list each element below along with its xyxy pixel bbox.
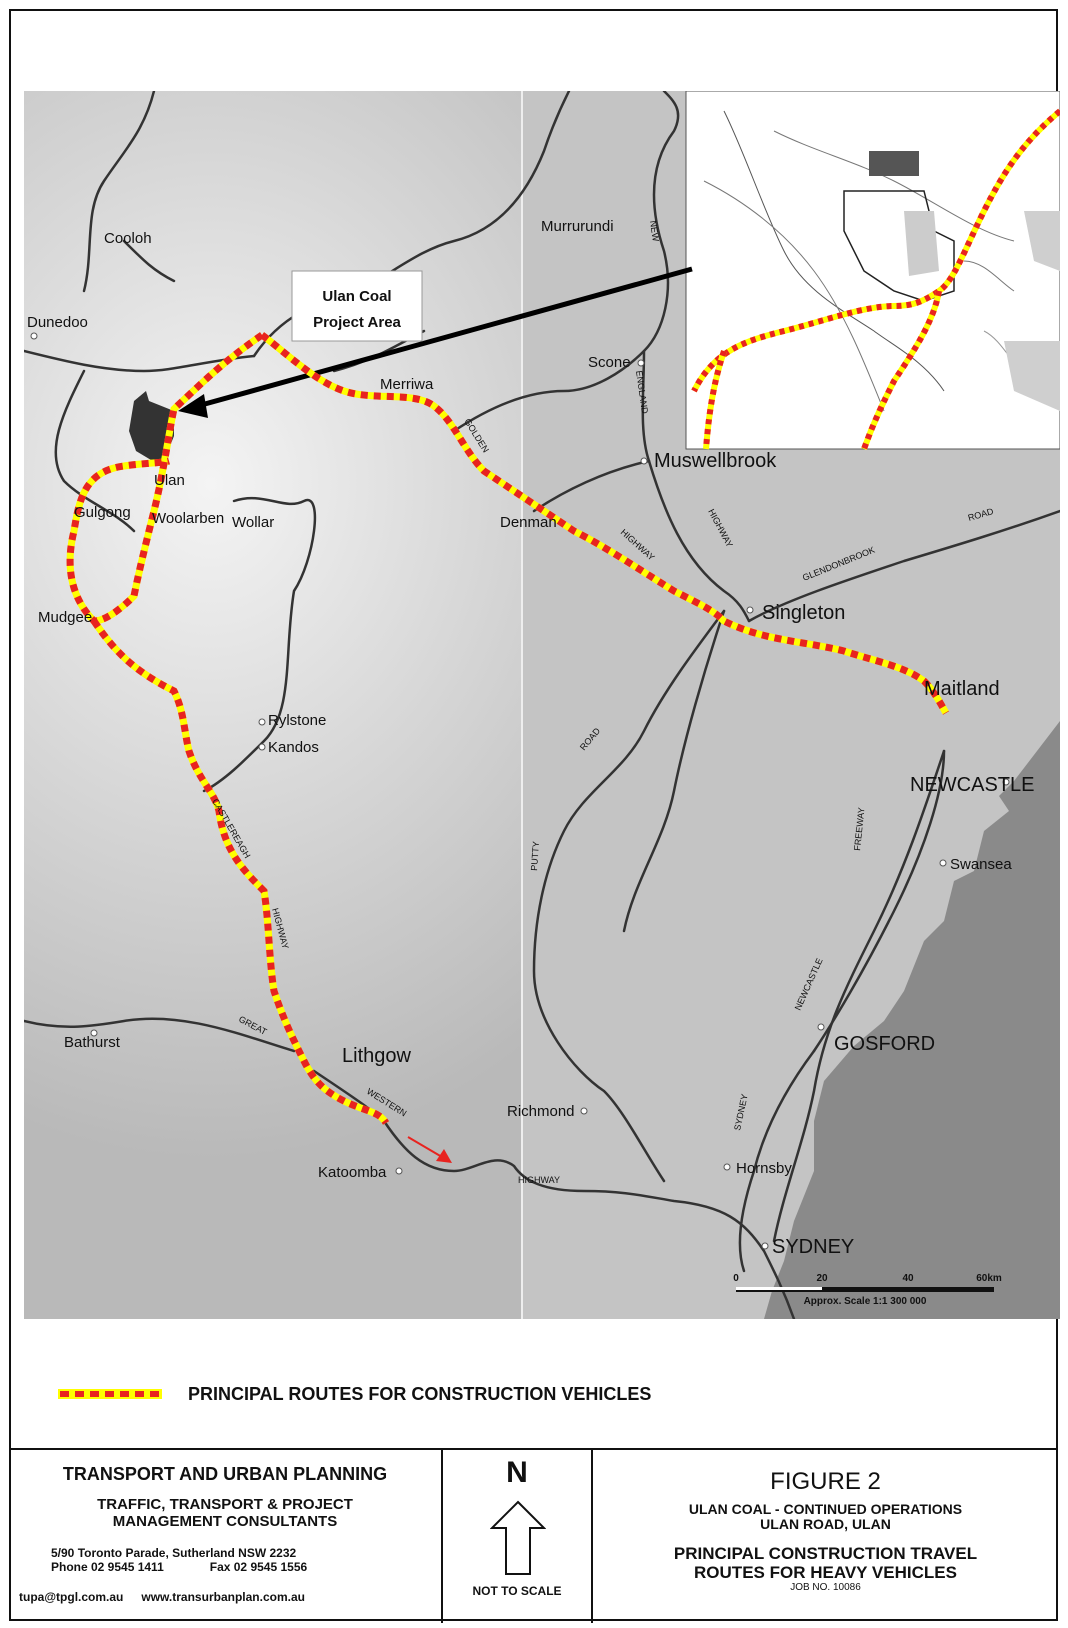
project-area-callout: Ulan Coal Project Area — [291, 270, 423, 342]
label-maitland: Maitland — [924, 678, 1000, 700]
north-letter: N — [506, 1456, 528, 1489]
label-wollar: Wollar — [232, 514, 274, 531]
label-denman: Denman — [500, 514, 557, 531]
svg-text:40: 40 — [902, 1273, 914, 1284]
roads — [24, 91, 1060, 1319]
road-label-freeway: FREEWAY — [852, 807, 866, 851]
direction-arrow — [407, 1136, 443, 1158]
label-muswellbrook: Muswellbrook — [654, 450, 777, 472]
direction-arrowhead — [436, 1149, 452, 1163]
label-dunedoo: Dunedoo — [27, 314, 88, 331]
company-address: 5/90 Toronto Parade, Sutherland NSW 2232… — [51, 1546, 308, 1574]
company-phone: Phone 02 9545 1411 — [51, 1560, 164, 1574]
svg-text:20: 20 — [816, 1273, 828, 1284]
label-mudgee: Mudgee — [38, 609, 92, 626]
svg-text:Ulan Coal: Ulan Coal — [322, 288, 391, 305]
company-contact: tupa@tpgl.com.au www.transurbanplan.com.a… — [9, 1590, 441, 1604]
label-lithgow: Lithgow — [342, 1045, 411, 1067]
consultant-panel: TRANSPORT AND URBAN PLANNING TRAFFIC, TR… — [9, 1450, 443, 1623]
label-ulan: Ulan — [154, 472, 185, 489]
project-title: ULAN COAL - CONTINUED OPERATIONS ULAN RO… — [688, 1501, 963, 1532]
svg-text:0: 0 — [733, 1273, 739, 1284]
scale-bar: 0 20 40 60km Approx. Scale 1:1 300 000 — [733, 1273, 1002, 1307]
label-swansea: Swansea — [950, 856, 1012, 873]
company-subtitle: TRAFFIC, TRANSPORT & PROJECT MANAGEMENT … — [97, 1496, 353, 1530]
company-fax: Fax 02 9545 1556 — [209, 1560, 308, 1574]
figure-panel: FIGURE 2 ULAN COAL - CONTINUED OPERATION… — [593, 1450, 1058, 1623]
pointer-arrowhead — [178, 394, 208, 418]
figure-number: FIGURE 2 — [770, 1468, 881, 1495]
job-number: JOB NO. 10086 — [790, 1582, 861, 1593]
inset-map — [685, 91, 1060, 451]
company-website: www.transurbanplan.com.au — [141, 1590, 305, 1604]
label-cooloh: Cooloh — [104, 230, 152, 247]
company-email: tupa@tpgl.com.au — [19, 1590, 124, 1604]
legend-route-swatch — [58, 1389, 162, 1399]
map: Ulan Coal Project Area Cooloh Dunedoo Ul… — [24, 91, 1060, 1319]
svg-text:60km: 60km — [976, 1273, 1002, 1284]
project-area — [129, 391, 174, 463]
label-richmond: Richmond — [507, 1103, 575, 1120]
pointer-arrow — [193, 266, 693, 410]
label-rylstone: Rylstone — [268, 712, 326, 729]
label-scone: Scone — [588, 354, 631, 371]
company-name: TRANSPORT AND URBAN PLANNING — [62, 1464, 388, 1484]
label-gulgong: Gulgong — [74, 504, 131, 521]
north-arrow-icon — [490, 1500, 546, 1575]
label-gosford: GOSFORD — [834, 1033, 935, 1055]
figure-heading: PRINCIPAL CONSTRUCTION TRAVEL ROUTES FOR… — [673, 1544, 978, 1582]
north-panel: N NOT TO SCALE — [443, 1450, 593, 1623]
label-sydney: SYDNEY — [772, 1236, 854, 1258]
svg-text:Project Area: Project Area — [313, 314, 401, 331]
svg-text:Approx. Scale 1:1 300 000: Approx. Scale 1:1 300 000 — [804, 1296, 927, 1307]
label-woolarben: Woolarben — [152, 510, 224, 527]
legend: PRINCIPAL ROUTES FOR CONSTRUCTION VEHICL… — [58, 1379, 651, 1409]
road-label-putty: PUTTY — [529, 841, 541, 871]
label-newcastle: NEWCASTLE — [910, 774, 1034, 796]
label-hornsby: Hornsby — [736, 1160, 792, 1177]
title-block: TRANSPORT AND URBAN PLANNING TRAFFIC, TR… — [9, 1448, 1058, 1623]
label-katoomba: Katoomba — [318, 1164, 387, 1181]
label-merriwa: Merriwa — [380, 376, 434, 393]
principal-routes — [66, 332, 950, 1126]
label-bathurst: Bathurst — [64, 1034, 121, 1051]
sea — [764, 721, 1060, 1319]
place-markers — [30, 332, 1010, 1250]
road-label-new: NEW — [648, 220, 661, 243]
not-to-scale-note: NOT TO SCALE — [472, 1584, 562, 1598]
label-kandos: Kandos — [268, 739, 319, 756]
legend-label: PRINCIPAL ROUTES FOR CONSTRUCTION VEHICL… — [188, 1383, 652, 1404]
road-label-highway-western: HIGHWAY — [518, 1175, 560, 1185]
label-singleton: Singleton — [762, 602, 845, 624]
label-murrurundi: Murrurundi — [541, 218, 614, 235]
